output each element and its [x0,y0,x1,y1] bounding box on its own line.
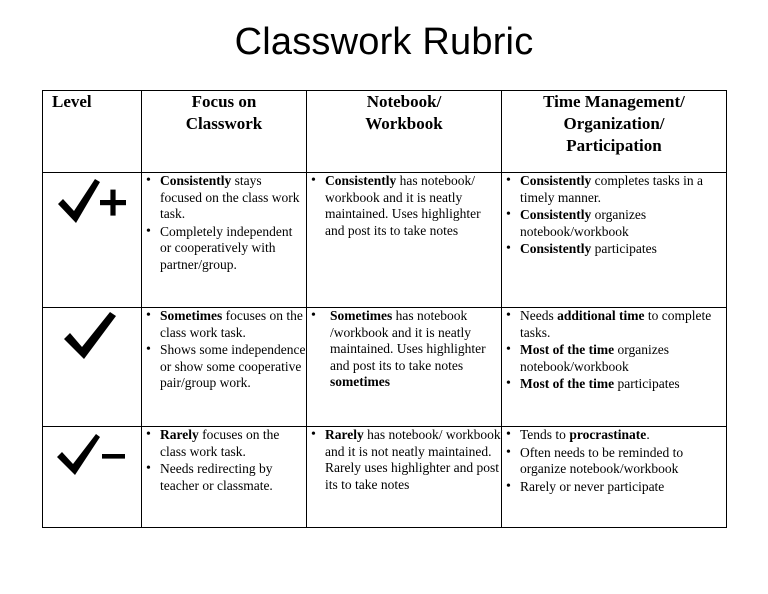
cell-time-row1: Consistently completes tasks in a timely… [501,172,727,308]
list-item: Rarely or never participate [506,478,726,496]
column-header-notebook-workbook: Notebook/ Workbook [306,90,502,173]
header-line: Organization/ [563,114,665,134]
list-item: Rarely has notebook/ workbook and it is … [311,426,501,493]
bullet-keyword: Consistently [520,207,592,223]
cell-notebook-row1: Consistently has notebook/ workbook and … [306,172,502,308]
bullet-text: organizes notebook/workbook [520,342,669,374]
level-cell-check-plus [42,172,142,308]
list-item: Most of the time organizes notebook/work… [506,341,726,375]
list-item: Consistently stays focused on the class … [146,172,306,223]
table-row: Sometimes focuses on the class work task… [42,307,727,427]
bullet-keyword: Most of the time [520,342,615,358]
list-item: Consistently participates [506,240,726,258]
list-item: Needs redirecting by teacher or classmat… [146,460,306,494]
bullet-keyword: Most of the time [520,376,615,392]
header-line: Level [52,92,92,111]
bullet-keyword-tail: sometimes [330,374,390,390]
table-row: Consistently stays focused on the class … [42,172,727,308]
bullet-text: has notebook/ workbook and it is neatly … [325,173,481,238]
cell-focus-row1: Consistently stays focused on the class … [141,172,307,308]
bullet-text: has notebook/ workbook and it is not nea… [325,427,501,492]
list-item: Consistently organizes notebook/workbook [506,206,726,240]
bullet-text: Needs [520,308,558,323]
bullet-text: organizes notebook/workbook [520,207,647,239]
header-line: Focus on [191,92,257,111]
cell-notebook-row3: Rarely has notebook/ workbook and it is … [306,426,502,528]
bullet-keyword: procrastinate [569,427,647,442]
classwork-rubric-table: Level Focus on Classwork Notebook/ Workb… [42,90,727,528]
check-icon [54,308,130,364]
bullet-list: Needs additional time to complete tasks.… [502,307,726,393]
bullet-list: Consistently completes tasks in a timely… [502,172,726,258]
bullet-keyword: Rarely [160,427,199,442]
bullet-list: Tends to procrastinate. Often needs to b… [502,426,726,496]
bullet-keyword: Rarely [325,427,364,442]
column-header-time-management: Time Management/ Organization/ Participa… [501,90,727,173]
cell-focus-row3: Rarely focuses on the class work task. N… [141,426,307,528]
list-item: Shows some independence or show some coo… [146,341,306,392]
bullet-text: completes tasks in a timely manner. [520,173,703,205]
bullet-keyword: Consistently [520,241,592,257]
table-header-row: Level Focus on Classwork Notebook/ Workb… [42,90,727,173]
bullet-keyword: Consistently [325,173,397,188]
list-item: Rarely focuses on the class work task. [146,426,306,460]
list-item: Completely independent or cooperatively … [146,223,306,274]
bullet-text: Needs redirecting by teacher or classmat… [160,461,273,493]
bullet-text: Often needs to be reminded to organize n… [520,444,684,477]
bullet-text: participates [614,376,680,392]
bullet-text: Completely independent or cooperatively … [160,223,293,272]
header-line: Participation [566,136,662,156]
bullet-text: Tends to [520,427,570,442]
bullet-text: stays focused on the class work task. [160,173,300,222]
bullet-keyword: Sometimes [160,308,223,323]
column-header-focus-on-classwork: Focus on Classwork [141,90,307,173]
bullet-text: participates [591,241,657,257]
header-line: Time Management/ [543,92,685,111]
level-cell-check [42,307,142,427]
bullet-keyword: Consistently [520,173,592,188]
bullet-text: Rarely or never participate [520,478,665,494]
header-line: Notebook/ [366,92,442,111]
list-item: Tends to procrastinate. [506,426,726,444]
bullet-text: focuses on the class work task. [160,427,280,459]
cell-time-row2: Needs additional time to complete tasks.… [501,307,727,427]
check-minus-icon [54,427,130,483]
level-cell-check-minus [42,426,142,528]
list-item: Consistently has notebook/ workbook and … [311,172,501,239]
list-item: Needs additional time to complete tasks. [506,307,726,341]
list-item: Sometimes has notebook /workbook and it … [311,307,501,391]
cell-focus-row2: Sometimes focuses on the class work task… [141,307,307,427]
cell-notebook-row2: Sometimes has notebook /workbook and it … [306,307,502,427]
bullet-keyword: Sometimes [330,308,393,323]
bullet-list: Sometimes has notebook /workbook and it … [307,307,501,391]
list-item: Consistently completes tasks in a timely… [506,172,726,206]
bullet-text: has notebook /workbook and it is neatly … [330,308,486,373]
bullet-list: Consistently stays focused on the class … [142,172,306,274]
list-item: Often needs to be reminded to organize n… [506,444,726,478]
bullet-text-2: to complete tasks. [520,308,712,340]
list-item: Sometimes focuses on the class work task… [146,307,306,341]
bullet-list: Rarely has notebook/ workbook and it is … [307,426,501,493]
list-item: Most of the time participates [506,375,726,393]
bullet-text: Shows some independence or show some coo… [160,342,306,391]
bullet-keyword: Consistently [160,173,232,188]
bullet-list: Rarely focuses on the class work task. N… [142,426,306,494]
page-title: Classwork Rubric [234,21,534,63]
bullet-text: focuses on the class work task. [160,308,303,340]
cell-time-row3: Tends to procrastinate. Often needs to b… [501,426,727,528]
header-line: Classwork [185,114,263,134]
bullet-list: Consistently has notebook/ workbook and … [307,172,501,239]
header-line: Workbook [365,114,443,134]
column-header-level: Level [42,90,142,173]
bullet-list: Sometimes focuses on the class work task… [142,307,306,392]
check-plus-icon [54,173,130,229]
bullet-text-2: . [646,427,650,442]
bullet-keyword: additional time [557,308,645,323]
table-row: Rarely focuses on the class work task. N… [42,426,727,528]
